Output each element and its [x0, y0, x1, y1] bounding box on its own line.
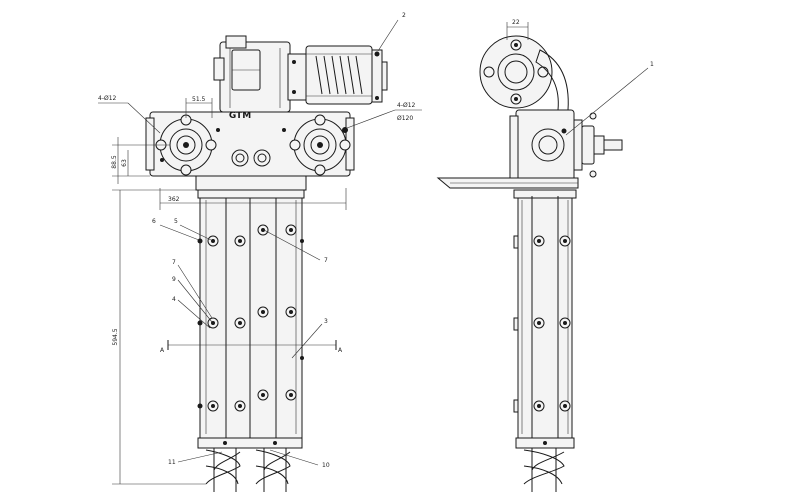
spec-left-holes: 4-Ø12	[98, 95, 117, 102]
side-column	[513, 189, 577, 439]
spec-right-pcd: Ø120	[397, 115, 413, 122]
dim-362: 362	[168, 196, 180, 203]
side-view: 22	[436, 19, 654, 492]
dim-88-5: 88.5	[111, 155, 118, 169]
callout-10: 10	[322, 462, 330, 469]
callout-1: 1	[650, 61, 654, 68]
spec-right-holes: 4-Ø12	[397, 102, 416, 109]
front-callouts: 4-Ø12 4-Ø12 Ø120 2 6 5 7 7 9	[98, 12, 422, 469]
callout-2: 2	[402, 12, 406, 19]
brand-logo: GTM	[229, 111, 251, 121]
right-flange	[289, 114, 351, 176]
callout-6: 6	[152, 218, 156, 225]
section-mark-right: A	[338, 347, 343, 354]
side-dim-22: 22	[506, 19, 529, 40]
dim-594-5: 594.5	[112, 328, 119, 345]
callout-4: 4	[172, 296, 176, 303]
front-augers	[197, 437, 303, 492]
top-gearbox	[213, 35, 291, 113]
left-flange	[155, 114, 217, 176]
side-top-flange	[479, 35, 569, 111]
side-auger	[515, 437, 575, 492]
side-callouts: 1	[565, 61, 654, 136]
spring-cylinder	[287, 45, 388, 105]
vertical-columns	[197, 189, 305, 439]
front-dimensions: 51.5 88.5 63 362 594.5 A A	[111, 96, 347, 485]
dim-22: 22	[512, 19, 520, 26]
section-mark-left: A	[160, 347, 165, 354]
dim-51-5: 51.5	[192, 96, 206, 103]
callout-9: 9	[172, 276, 176, 283]
callout-7-left: 7	[172, 259, 176, 266]
side-housing	[509, 109, 623, 189]
callout-11: 11	[168, 459, 176, 466]
side-base-plate	[436, 177, 579, 189]
dim-63: 63	[121, 159, 128, 167]
front-view: GTM	[98, 12, 422, 492]
column-bolts	[197, 224, 304, 412]
callout-5: 5	[174, 218, 178, 225]
callout-3: 3	[324, 318, 328, 325]
callout-7-right: 7	[324, 257, 328, 264]
